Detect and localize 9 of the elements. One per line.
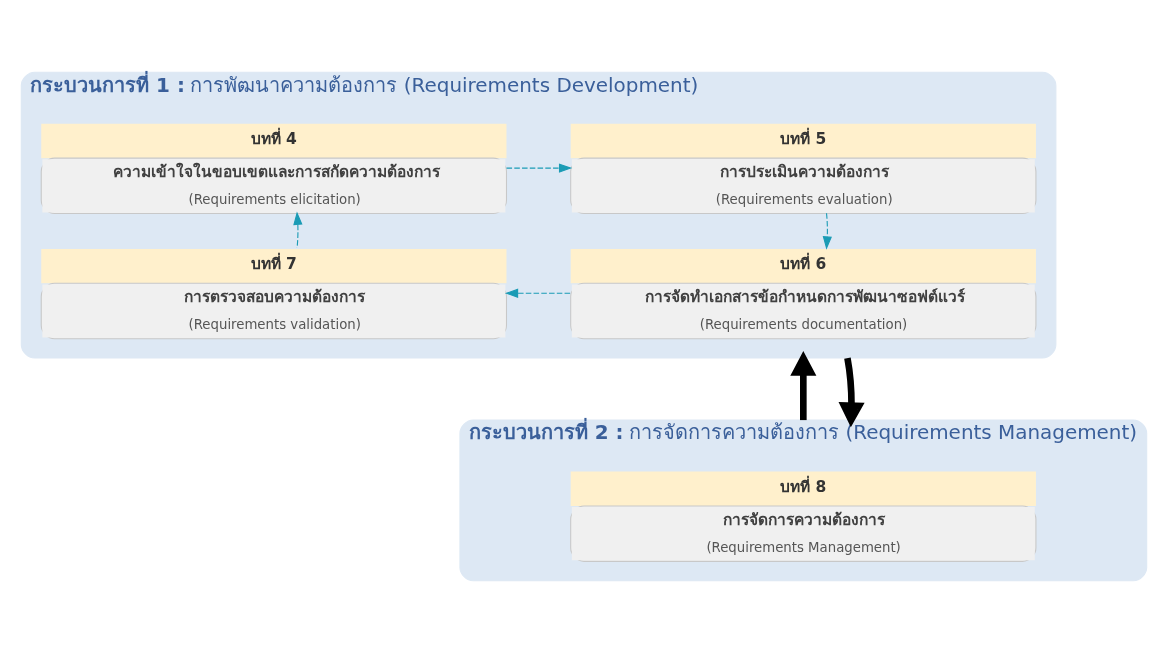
arrow	[822, 212, 832, 250]
arrow	[505, 163, 573, 173]
node-label: บทที่ 4	[250, 129, 297, 148]
node-label: บทที่ 5	[780, 129, 827, 148]
node-label: บทที่ 8	[780, 477, 827, 496]
arrow	[293, 211, 303, 249]
arrow	[504, 288, 572, 298]
arrow	[838, 357, 865, 428]
arrow	[790, 350, 817, 421]
